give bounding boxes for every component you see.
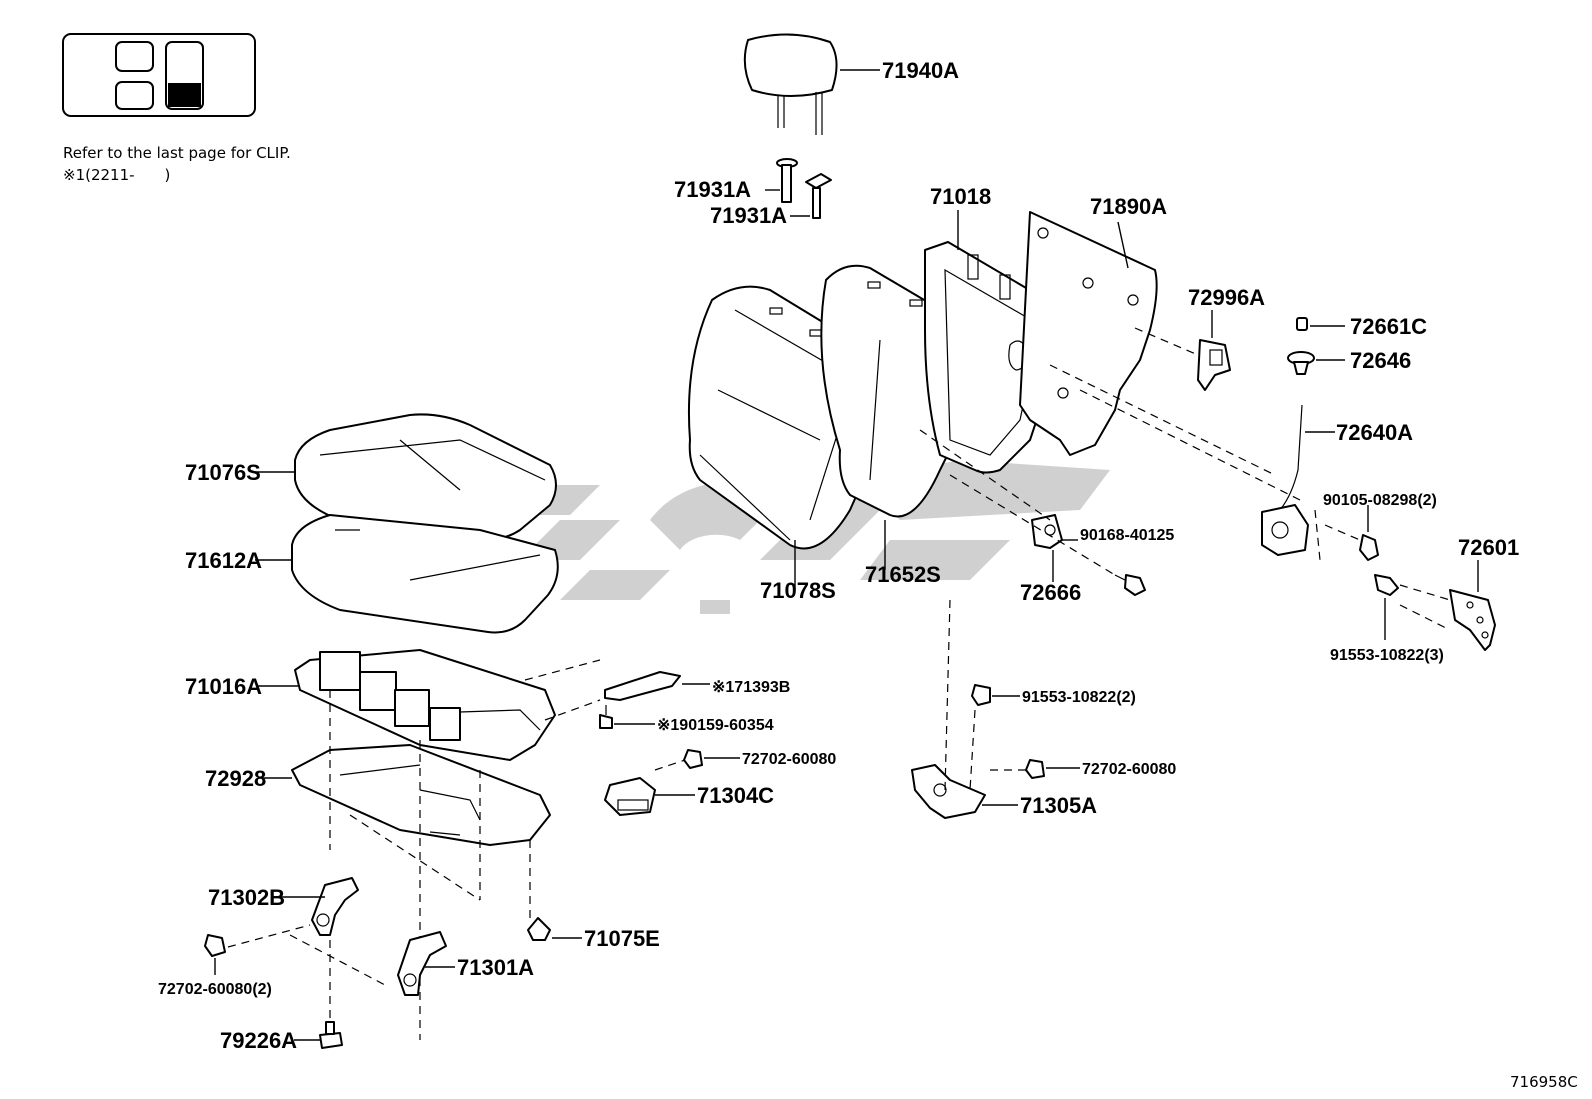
label-71302B: 71302B bbox=[208, 885, 285, 910]
bolt-72702-2 bbox=[204, 934, 226, 957]
hinge-bracket-72601 bbox=[1449, 589, 1496, 651]
clip-79226A bbox=[319, 1021, 343, 1049]
seatback-board-71890A bbox=[1019, 211, 1158, 456]
label-71940A: 71940A bbox=[882, 58, 959, 83]
label-71016A: 71016A bbox=[185, 674, 262, 699]
label-72666: 72666 bbox=[1020, 580, 1081, 605]
lock-cable-72640A bbox=[1261, 404, 1309, 556]
label-71305A: 71305A bbox=[1020, 793, 1097, 818]
bracket-71301A bbox=[397, 931, 447, 996]
label-71393B: ※171393B bbox=[712, 679, 790, 696]
label-71075E: 71075E bbox=[584, 926, 660, 951]
hinge-bracket-71305A bbox=[911, 764, 986, 819]
label-71612A: 71612A bbox=[185, 548, 262, 573]
clip-71075E bbox=[527, 917, 551, 941]
seat-cushion-cover-71076S bbox=[294, 413, 557, 541]
label-72661C: 72661C bbox=[1350, 314, 1427, 339]
knob-bezel-72646 bbox=[1287, 351, 1315, 375]
label-72702-2: 72702-60080(2) bbox=[158, 981, 272, 998]
label-90105: 90105-08298(2) bbox=[1323, 492, 1437, 509]
label-91553-3: 91553-10822(3) bbox=[1330, 647, 1444, 664]
label-72646: 72646 bbox=[1350, 348, 1411, 373]
label-71078S: 71078S bbox=[760, 578, 836, 603]
label-71890A: 71890A bbox=[1090, 194, 1167, 219]
serial-range-note: ※1(2211- ) bbox=[63, 166, 170, 184]
bracket-71302B bbox=[311, 877, 359, 936]
label-72702-a: 72702-60080 bbox=[742, 751, 836, 768]
striker-cover-72666 bbox=[1031, 514, 1063, 549]
headrest-guide-71931A bbox=[776, 158, 832, 219]
label-90159: ※190159-60354 bbox=[657, 717, 774, 734]
seat-cushion-pad-71612A bbox=[291, 514, 559, 634]
label-91553-2: 91553-10822(2) bbox=[1022, 689, 1136, 706]
label-71931A-1: 71931A bbox=[674, 177, 751, 202]
release-knob-72661C bbox=[1296, 317, 1308, 331]
label-71076S: 71076S bbox=[185, 460, 261, 485]
seat-bottom-plate-72928 bbox=[291, 744, 551, 846]
label-71301A: 71301A bbox=[457, 955, 534, 980]
screw-90168 bbox=[1114, 574, 1146, 596]
label-71931A-2: 71931A bbox=[710, 203, 787, 228]
label-71652S: 71652S bbox=[865, 562, 941, 587]
bolt-72702-b bbox=[1025, 759, 1045, 779]
label-72928: 72928 bbox=[205, 766, 266, 791]
bolt-90159 bbox=[599, 705, 613, 729]
seat-position-legend bbox=[62, 33, 256, 117]
diagram-code: 716958C bbox=[1510, 1073, 1578, 1091]
label-79226A: 79226A bbox=[220, 1028, 297, 1053]
label-90168: 90168-40125 bbox=[1080, 527, 1174, 544]
label-72702-b: 72702-60080 bbox=[1082, 761, 1176, 778]
label-71018: 71018 bbox=[930, 184, 991, 209]
headrest-71940A bbox=[743, 33, 838, 135]
label-71304C: 71304C bbox=[697, 783, 774, 808]
bolt-91553-2 bbox=[971, 684, 991, 706]
seat-frame-71016A bbox=[294, 649, 556, 761]
bolt-91553-3 bbox=[1374, 574, 1399, 596]
bolt-90105 bbox=[1359, 534, 1379, 561]
label-72601: 72601 bbox=[1458, 535, 1519, 560]
label-72640A: 72640A bbox=[1336, 420, 1413, 445]
latch-cover-72996A bbox=[1197, 339, 1231, 391]
clip-71393B bbox=[604, 671, 681, 701]
hook-bracket-71304C bbox=[604, 777, 656, 816]
bolt-72702-a bbox=[683, 749, 703, 769]
label-72996A: 72996A bbox=[1188, 285, 1265, 310]
clip-reference-note: Refer to the last page for CLIP. bbox=[63, 144, 291, 162]
